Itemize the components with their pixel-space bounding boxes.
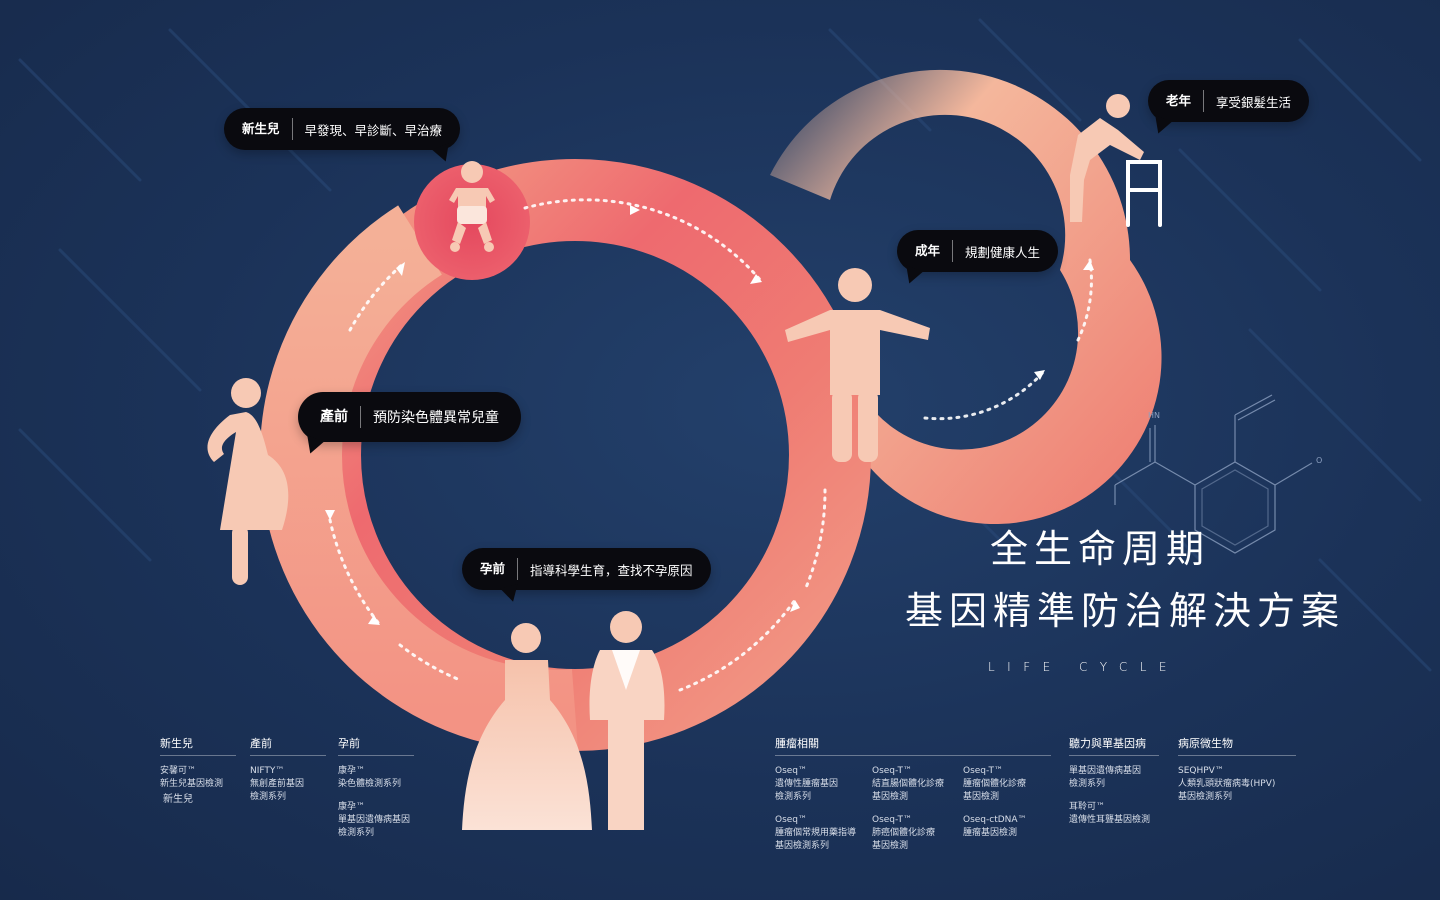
elder-figure: [1070, 94, 1144, 222]
bubble-text: 早發現、早診斷、早治療: [304, 122, 443, 138]
adult-figure: [785, 268, 930, 462]
products-header: 產前: [250, 737, 326, 756]
bubble-tag: 老年: [1166, 90, 1205, 112]
product-item[interactable]: Oseq-T™ 結直腸個體化診療 基因檢測: [872, 766, 945, 802]
chem-label-o: O: [1316, 456, 1322, 465]
product-item[interactable]: 康孕™ 染色體檢測系列: [338, 766, 402, 789]
bride-figure: [462, 623, 592, 830]
products-preconception: 孕前 康孕™ 染色體檢測系列 康孕™ 單基因遺傳病基因 檢測系列: [338, 737, 414, 850]
product-item[interactable]: NIFTY™ 無創產前基因 檢測系列: [250, 766, 305, 802]
pregnant-figure: [207, 378, 289, 585]
products-prenatal: 產前 NIFTY™ 無創產前基因 檢測系列: [250, 737, 326, 814]
products-header: 聽力與單基因病: [1069, 737, 1159, 756]
bubble-text: 規劃健康人生: [965, 244, 1041, 260]
product-item[interactable]: Oseq-ctDNA™ 腫瘤基因檢測: [963, 815, 1027, 838]
products-header: 病原微生物: [1178, 737, 1296, 756]
title-life-cycle: LIFE CYCLE: [988, 660, 1180, 674]
products-header: 孕前: [338, 737, 414, 756]
title-line-2: 基因精準防治解決方案: [905, 589, 1346, 633]
title-line-1: 全生命周期: [990, 527, 1211, 571]
bubble-prenatal: 產前 預防染色體異常兒童: [298, 392, 521, 457]
groom-figure: [589, 611, 665, 830]
product-item[interactable]: 安馨可™ 新生兒基因檢測: [160, 766, 224, 789]
walker-icon: [1126, 160, 1162, 227]
products-pathogen: 病原微生物 SEQHPV™ 人類乳頭狀瘤病毒(HPV) 基因檢測系列: [1178, 737, 1296, 814]
bubble-preconception: 孕前 指導科學生育，查找不孕原因: [462, 548, 711, 605]
chemical-structure: [1114, 394, 1313, 554]
products-hearing: 聽力與單基因病 單基因遺傳病基因 檢測系列 耳聆可™ 遺傳性耳聾基因檢測: [1069, 737, 1159, 837]
product-item[interactable]: Oseq-T™ 肺癌個體化診療 基因檢測: [872, 815, 936, 851]
products-header: 腫瘤相關: [775, 737, 1051, 756]
product-item[interactable]: 單基因遺傳病基因 檢測系列: [1069, 766, 1142, 789]
product-item[interactable]: Oseq™ 腫瘤個常規用藥指導 基因檢測系列: [775, 815, 857, 851]
bubble-tag: 產前: [320, 406, 361, 428]
bubble-text: 預防染色體異常兒童: [373, 410, 499, 426]
product-item[interactable]: 康孕™ 單基因遺傳病基因 檢測系列: [338, 802, 411, 838]
product-item[interactable]: 新生兒: [163, 794, 193, 805]
products-header: 新生兒: [160, 737, 236, 756]
products-newborn: 新生兒 安馨可™ 新生兒基因檢測 新生兒: [160, 737, 236, 816]
product-item[interactable]: SEQHPV™ 人類乳頭狀瘤病毒(HPV) 基因檢測系列: [1178, 766, 1276, 802]
life-ring-left: [260, 205, 579, 752]
baby-figure: [449, 161, 495, 252]
bubble-tag: 成年: [915, 240, 954, 262]
bubble-tag: 孕前: [480, 558, 519, 580]
bubble-text: 指導科學生育，查找不孕原因: [530, 562, 693, 578]
background-pattern: [18, 18, 1432, 672]
bubble-text: 享受銀髮生活: [1216, 94, 1292, 110]
bubble-elder: 老年 享受銀髮生活: [1148, 80, 1310, 137]
products-tumor: 腫瘤相關 Oseq™ 遺傳性腫瘤基因 檢測系列 Oseq-T™ 結直腸個體化診療…: [775, 737, 1051, 863]
product-item[interactable]: 耳聆可™ 遺傳性耳聾基因檢測: [1069, 802, 1151, 825]
bubble-tag: 新生兒: [242, 118, 293, 140]
product-item[interactable]: Oseq™ 遺傳性腫瘤基因 檢測系列: [775, 766, 839, 802]
arrow-heads: [325, 205, 1094, 625]
bubble-newborn: 新生兒 早發現、早診斷、早治療: [224, 108, 461, 165]
bubble-adult: 成年 規劃健康人生: [897, 230, 1059, 287]
product-item[interactable]: Oseq-T™ 腫瘤個體化診療 基因檢測: [963, 766, 1027, 802]
chem-label-hn: HN: [1148, 411, 1160, 420]
